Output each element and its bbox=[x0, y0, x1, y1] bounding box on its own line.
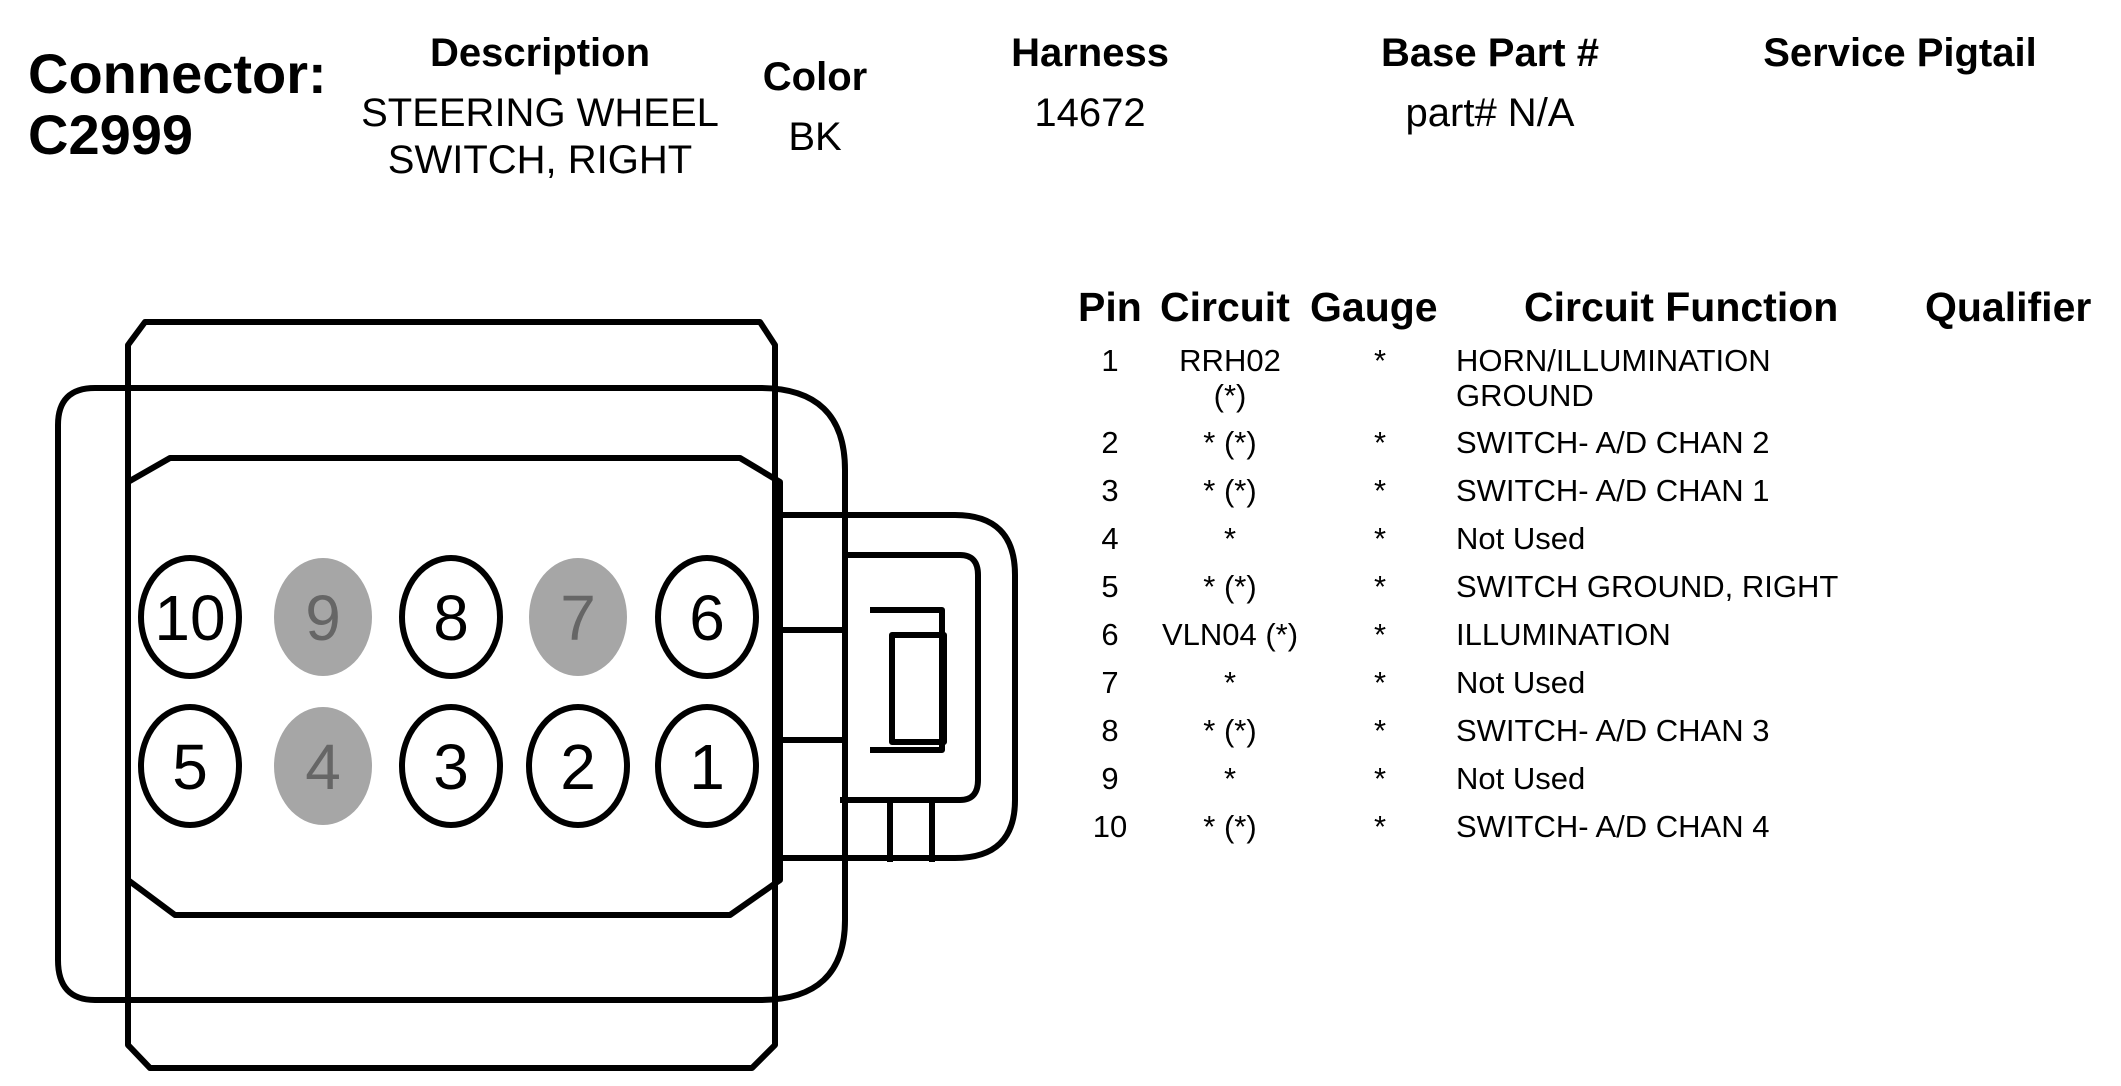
pin-cell: 7 bbox=[1101, 665, 1119, 700]
function-cell: SWITCH- A/D CHAN 4 bbox=[1456, 809, 1770, 844]
circuit-cell: * bbox=[1223, 665, 1237, 700]
description-line1: STEERING WHEEL bbox=[361, 91, 719, 135]
gauge-cell: * bbox=[1373, 473, 1387, 508]
pin-number-label: 5 bbox=[172, 731, 208, 803]
circuit-cell: RRH02 bbox=[1179, 343, 1281, 378]
pin-1: 1 bbox=[655, 704, 759, 828]
connector-face-diagram: 10 9 8 7 6 5 4 3 2 1 bbox=[55, 319, 1018, 1071]
col-header-circuit-function: Circuit Function bbox=[1524, 284, 1839, 330]
col-header-pin: Pin bbox=[1078, 284, 1142, 330]
pin-circle bbox=[529, 558, 627, 676]
pin-10: 10 bbox=[138, 555, 242, 679]
pin-cell: 2 bbox=[1101, 425, 1119, 460]
function-cell: SWITCH GROUND, RIGHT bbox=[1456, 569, 1839, 604]
base-part-label: Base Part # bbox=[1381, 31, 1599, 75]
base-part-value: part# N/A bbox=[1405, 91, 1575, 135]
pin-5: 5 bbox=[138, 704, 242, 828]
circuit-cell: VLN04 (*) bbox=[1161, 617, 1299, 652]
gauge-cell: * bbox=[1373, 425, 1387, 460]
pin-circle bbox=[526, 704, 630, 828]
gauge-cell: * bbox=[1373, 713, 1387, 748]
pin-circle bbox=[655, 704, 759, 828]
gauge-cell: * bbox=[1373, 665, 1387, 700]
connector-id: C2999 bbox=[28, 103, 194, 166]
circuit-cell: * (*) bbox=[1203, 713, 1257, 748]
pin-number-label: 2 bbox=[560, 731, 596, 803]
circuit-cell: * (*) bbox=[1203, 473, 1257, 508]
pin-circle bbox=[399, 555, 503, 679]
connector-back-shell bbox=[125, 319, 778, 1071]
harness-value: 14672 bbox=[1034, 91, 1146, 135]
pin-number-label: 8 bbox=[433, 582, 469, 654]
gauge-cell: * bbox=[1373, 617, 1387, 652]
pin-3: 3 bbox=[399, 704, 503, 828]
connector-latch bbox=[775, 512, 1018, 861]
function-cell: Not Used bbox=[1456, 761, 1586, 796]
pin-cavities: 10 9 8 7 6 5 4 3 2 1 bbox=[138, 555, 759, 828]
pin-number-label: 6 bbox=[689, 582, 725, 654]
pin-8: 8 bbox=[399, 555, 503, 679]
circuit-cell: * (*) bbox=[1203, 809, 1257, 844]
function-cell: SWITCH- A/D CHAN 1 bbox=[1456, 473, 1770, 508]
pin-cell: 3 bbox=[1101, 473, 1119, 508]
circuit-cell: * (*) bbox=[1203, 425, 1257, 460]
pin-cell: 6 bbox=[1101, 617, 1119, 652]
gauge-cell: * bbox=[1373, 569, 1387, 604]
pin-number-label: 9 bbox=[305, 582, 341, 654]
pin-number-label: 7 bbox=[560, 582, 596, 654]
pin-2: 2 bbox=[526, 704, 630, 828]
pin-number-label: 4 bbox=[305, 731, 341, 803]
gauge-cell: * bbox=[1373, 809, 1387, 844]
connector-label: Connector: bbox=[28, 42, 327, 105]
function-cell: SWITCH- A/D CHAN 3 bbox=[1456, 713, 1770, 748]
connector-pin-cavity bbox=[125, 455, 783, 918]
color-value: BK bbox=[788, 115, 842, 159]
circuit-cell: * bbox=[1223, 761, 1237, 796]
pin-cell: 8 bbox=[1101, 713, 1119, 748]
function-cell: Not Used bbox=[1456, 521, 1586, 556]
col-header-gauge: Gauge bbox=[1310, 284, 1438, 330]
pin-4: 4 bbox=[274, 707, 372, 825]
pin-circle bbox=[138, 704, 242, 828]
function-cell: Not Used bbox=[1456, 665, 1586, 700]
description-line2: SWITCH, RIGHT bbox=[387, 138, 693, 182]
function-cell-line2: GROUND bbox=[1456, 378, 1594, 413]
connector-housing bbox=[55, 385, 848, 1003]
service-pigtail-label: Service Pigtail bbox=[1763, 31, 2037, 75]
pin-circle bbox=[655, 555, 759, 679]
gauge-cell: * bbox=[1373, 761, 1387, 796]
pin-cell: 10 bbox=[1092, 809, 1128, 844]
function-cell: HORN/ILLUMINATION bbox=[1456, 343, 1771, 378]
pin-cell: 9 bbox=[1101, 761, 1119, 796]
pin-9: 9 bbox=[274, 558, 372, 676]
description-label: Description bbox=[429, 31, 651, 75]
gauge-cell: * bbox=[1373, 343, 1387, 378]
gauge-cell: * bbox=[1373, 521, 1387, 556]
circuit-cell: * (*) bbox=[1203, 569, 1257, 604]
pin-cell: 1 bbox=[1101, 343, 1119, 378]
circuit-cell: * bbox=[1223, 521, 1237, 556]
pin-cell: 5 bbox=[1101, 569, 1119, 604]
pin-number-label: 3 bbox=[433, 731, 469, 803]
function-cell: SWITCH- A/D CHAN 2 bbox=[1456, 425, 1770, 460]
function-cell: ILLUMINATION bbox=[1456, 617, 1671, 652]
col-header-circuit: Circuit bbox=[1160, 284, 1290, 330]
circuit-cell-line2: (*) bbox=[1213, 378, 1247, 413]
pin-7: 7 bbox=[529, 558, 627, 676]
pin-cell: 4 bbox=[1101, 521, 1119, 556]
pin-6: 6 bbox=[655, 555, 759, 679]
pin-circle bbox=[138, 555, 242, 679]
pin-circle bbox=[399, 704, 503, 828]
pin-circle bbox=[274, 558, 372, 676]
harness-label: Harness bbox=[1011, 31, 1169, 75]
col-header-qualifier: Qualifier bbox=[1925, 284, 2092, 330]
pin-number-label: 1 bbox=[689, 731, 725, 803]
color-label: Color bbox=[762, 55, 868, 99]
pin-number-label: 10 bbox=[154, 582, 225, 654]
pin-circle bbox=[274, 707, 372, 825]
